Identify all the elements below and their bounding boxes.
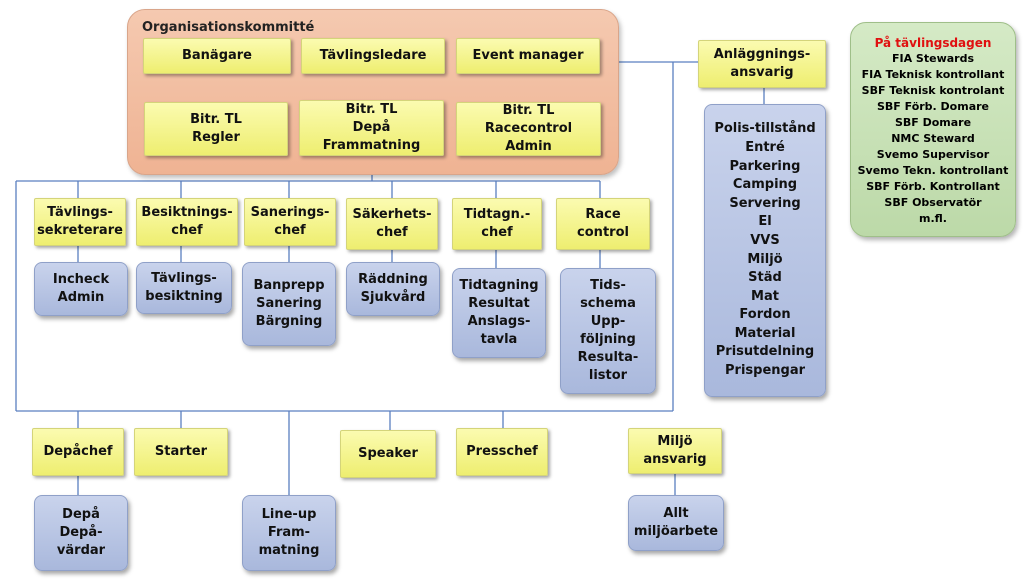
competition-day-item: Svemo Tekn. kontrollant xyxy=(857,164,1009,177)
competition-day-item: NMC Steward xyxy=(891,132,975,145)
competition-day-item: FIA Stewards xyxy=(891,52,975,65)
node-bitr-tl-racecontrol: Bitr. TL Racecontrol Admin xyxy=(456,102,601,156)
competition-day-heading: På tävlingsdagen xyxy=(874,36,992,50)
task-allt-miljoarbete: Allt miljöarbete xyxy=(628,495,724,551)
competition-day-item: SBF Förb. Kontrollant xyxy=(866,180,1000,193)
organisation-committee-title: Organisationskommitté xyxy=(142,20,315,35)
competition-day-item: SBF Förb. Domare xyxy=(876,100,990,113)
competition-day-item: SBF Domare xyxy=(894,116,972,129)
competition-day-item: m.fl. xyxy=(919,212,947,225)
task-banprepp-sanering: Banprepp Sanering Bärgning xyxy=(242,262,336,346)
competition-day-item: Svemo Supervisor xyxy=(876,148,990,161)
node-miljoansvarig: Miljö ansvarig xyxy=(628,428,722,474)
competition-day-item: SBF Observatör xyxy=(884,196,982,209)
node-speaker: Speaker xyxy=(340,430,436,478)
node-anlaggningsansvarig: Anläggnings- ansvarig xyxy=(698,40,826,88)
task-raddning-sjukvard: Räddning Sjukvård xyxy=(346,262,440,316)
task-incheck-admin: Incheck Admin xyxy=(34,262,128,316)
task-tidtagning-resultat: Tidtagning Resultat Anslags- tavla xyxy=(452,268,546,358)
node-tavlingsledare: Tävlingsledare xyxy=(301,38,445,74)
node-presschef: Presschef xyxy=(456,428,548,476)
task-lineup-frammatning: Line-up Fram- matning xyxy=(242,495,336,571)
node-tavlingssekreterare: Tävlings- sekreterare xyxy=(34,198,126,246)
node-bitr-tl-depa: Bitr. TL Depå Frammatning xyxy=(299,100,444,156)
node-depachef: Depåchef xyxy=(32,428,124,476)
node-saneringschef: Sanerings- chef xyxy=(244,198,336,246)
node-sakerhetschef: Säkerhets- chef xyxy=(346,198,438,250)
node-tidtagningschef: Tidtagn.- chef xyxy=(452,198,542,250)
node-banagare: Banägare xyxy=(143,38,291,74)
task-tavlingsbesiktning: Tävlings- besiktning xyxy=(136,262,232,314)
competition-day-item: SBF Teknisk kontrolant xyxy=(861,84,1005,97)
task-depa-vardar: Depå Depå- värdar xyxy=(34,495,128,571)
node-bitr-tl-regler: Bitr. TL Regler xyxy=(144,102,288,156)
node-besiktningschef: Besiktnings- chef xyxy=(136,198,238,246)
node-race-control: Race control xyxy=(556,198,650,250)
node-event-manager: Event manager xyxy=(456,38,600,74)
competition-day-item: FIA Teknisk kontrollant xyxy=(861,68,1005,81)
anlaggning-task-list: Polis-tillstånd Entré Parkering Camping … xyxy=(704,104,826,397)
competition-day-panel: På tävlingsdagen FIA Stewards FIA Teknis… xyxy=(850,22,1016,237)
node-starter: Starter xyxy=(134,428,228,476)
task-tidsschema: Tids- schema Upp- följning Resulta- list… xyxy=(560,268,656,394)
